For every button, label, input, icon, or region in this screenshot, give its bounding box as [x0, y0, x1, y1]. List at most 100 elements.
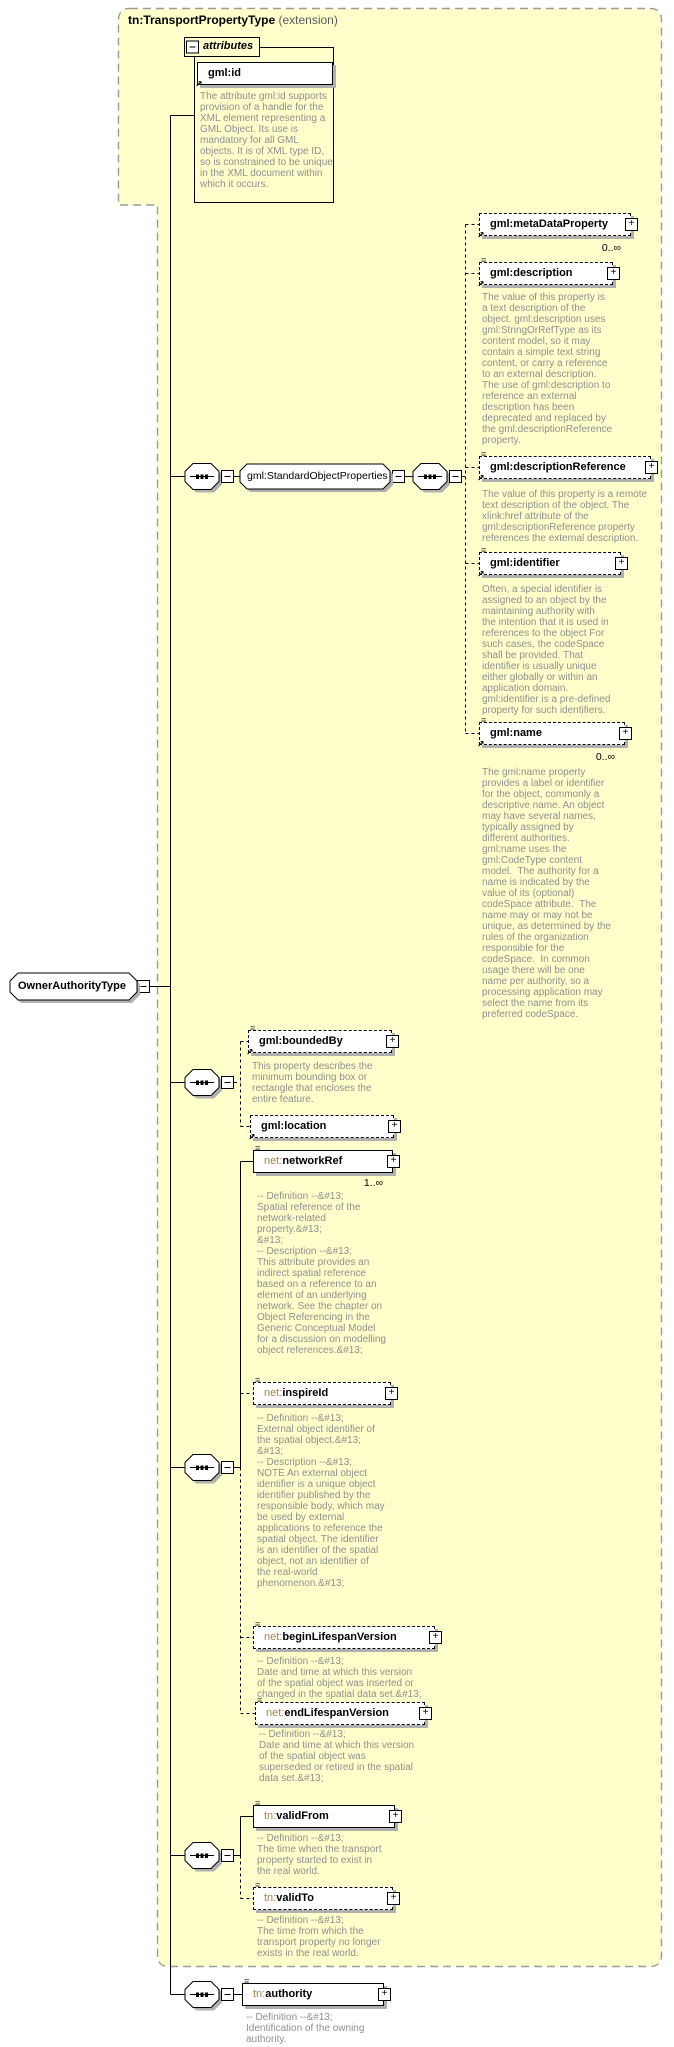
- global-reference-icon: ↗: [477, 279, 485, 289]
- connector-lines-solid: [150, 115, 449, 1995]
- element-net-inspireid[interactable]: ≡ net:inspireId +: [253, 1376, 398, 1405]
- expand-icon[interactable]: +: [625, 217, 638, 231]
- owner-authority-type[interactable]: OwnerAuthorityType: [18, 980, 126, 992]
- occurrence-label: 0..∞: [601, 242, 621, 254]
- element-label: gml:descriptionReference: [490, 461, 626, 473]
- expand-icon[interactable]: +: [386, 1034, 399, 1048]
- attributes-header: attributes: [203, 40, 254, 52]
- element-label: networkRef: [282, 1155, 343, 1167]
- collapse-icon[interactable]: [221, 1076, 234, 1089]
- element-gml-descriptionreference[interactable]: ≡ gml:descriptionReference ↗ +: [477, 450, 658, 483]
- collapse-icon[interactable]: [221, 1849, 234, 1862]
- element-label: inspireId: [282, 1387, 329, 1399]
- annotation-text: The value of this property is a text des…: [482, 292, 613, 446]
- collapse-icon[interactable]: [221, 1461, 234, 1474]
- annotation-icon: ≡: [255, 1619, 261, 1629]
- expand-icon[interactable]: +: [389, 1809, 402, 1823]
- annotation-icon: ≡: [255, 1143, 261, 1153]
- complextype-title: tn:TransportPropertyType (extension): [128, 13, 338, 27]
- global-reference-icon: ↗: [477, 230, 485, 240]
- expand-icon[interactable]: +: [378, 1987, 391, 2001]
- collapse-icon[interactable]: [221, 470, 234, 483]
- annotation-icon: ≡: [244, 1976, 250, 1986]
- element-gml-metadataproperty[interactable]: gml:metaDataProperty ↗ +: [477, 213, 638, 240]
- sequence-icon: [184, 1981, 223, 2011]
- element-label: gml:metaDataProperty: [490, 218, 608, 230]
- annotation-text: -- Definition --&#13; Identification of …: [246, 2012, 365, 2045]
- annotation-text: The attribute gml:id supports provision …: [200, 91, 333, 190]
- expand-icon[interactable]: +: [429, 1630, 442, 1644]
- annotation-text: -- Definition --&#13; External object id…: [257, 1413, 385, 1589]
- occurrence-label: 1..∞: [363, 1177, 383, 1189]
- element-gml-name[interactable]: ≡ gml:name ↗ +: [477, 716, 632, 749]
- attributes-frame: [184, 37, 334, 203]
- element-label: gml:description: [490, 267, 573, 279]
- expand-icon[interactable]: +: [619, 726, 632, 740]
- annotation-text: -- Definition --&#13; Date and time at w…: [257, 1656, 422, 1700]
- annotation-icon: ≡: [481, 255, 487, 265]
- element-label: gml:identifier: [490, 557, 560, 569]
- annotation-icon: ≡: [255, 1375, 261, 1385]
- element-prefix: tn:: [264, 1810, 277, 1822]
- element-gml-location[interactable]: gml:location ↗ +: [248, 1115, 401, 1142]
- expand-icon[interactable]: +: [645, 460, 658, 474]
- occurrence-label: 0..∞: [595, 751, 615, 763]
- global-reference-icon: ↗: [477, 569, 485, 579]
- element-gml-description[interactable]: ≡ gml:description ↗ +: [477, 256, 620, 289]
- complextype-name: tn:TransportPropertyType: [128, 13, 276, 27]
- annotation-icon: ≡: [250, 1023, 256, 1033]
- collapse-icon[interactable]: [449, 470, 462, 483]
- annotation-text: Often, a special identifier is assigned …: [482, 584, 611, 716]
- owner-authority-type-shape: [9, 972, 140, 1003]
- element-tn-validfrom[interactable]: ≡ tn:validFrom +: [253, 1799, 402, 1828]
- attribute-gml-id[interactable]: gml:id ↗: [195, 62, 333, 89]
- element-label: gml:location: [261, 1120, 327, 1132]
- annotation-text: The value of this property is a remote t…: [482, 489, 648, 544]
- annotation-text: -- Definition --&#13; The time when the …: [257, 1833, 382, 1877]
- expand-icon[interactable]: +: [387, 1891, 400, 1905]
- group-ref-standard-object-properties[interactable]: gml:StandardObjectProperties: [247, 470, 388, 482]
- element-label: gml:boundedBy: [259, 1035, 343, 1047]
- annotation-icon: ≡: [257, 1695, 263, 1705]
- element-net-beginlifespanversion[interactable]: ≡ net:beginLifespanVersion +: [253, 1620, 442, 1649]
- annotation-icon: ≡: [481, 715, 487, 725]
- expand-icon[interactable]: +: [388, 1119, 401, 1133]
- global-reference-icon: ↗: [477, 473, 485, 483]
- collapse-icon[interactable]: [186, 40, 199, 54]
- element-label: validFrom: [276, 1810, 329, 1822]
- expand-icon[interactable]: +: [385, 1386, 398, 1400]
- element-label: beginLifespanVersion: [282, 1631, 397, 1643]
- annotation-icon: ≡: [255, 1798, 261, 1808]
- annotation-text: This property describes the minimum boun…: [252, 1061, 373, 1105]
- element-prefix: net:: [264, 1387, 283, 1399]
- element-tn-validto[interactable]: ≡ tn:validTo +: [253, 1881, 400, 1910]
- complextype-qualifier: (extension): [278, 13, 338, 27]
- attribute-label: gml:id: [208, 67, 241, 79]
- collapse-icon[interactable]: [392, 470, 405, 483]
- element-tn-authority[interactable]: ≡ tn:authority +: [242, 1977, 391, 2006]
- complextype-frame: [117, 7, 663, 1968]
- expand-icon[interactable]: +: [607, 266, 620, 280]
- element-gml-identifier[interactable]: ≡ gml:identifier ↗ +: [477, 546, 628, 579]
- global-reference-icon: ↗: [248, 1132, 256, 1142]
- element-label: validTo: [276, 1892, 314, 1904]
- expand-icon[interactable]: +: [419, 1706, 432, 1720]
- annotation-icon: ≡: [481, 545, 487, 555]
- expand-icon[interactable]: +: [615, 556, 628, 570]
- element-gml-boundedby[interactable]: ≡ gml:boundedBy ↗ +: [246, 1024, 399, 1057]
- collapse-icon[interactable]: [221, 1988, 234, 2001]
- global-reference-icon: ↗: [195, 79, 203, 89]
- annotation-icon: ≡: [255, 1880, 261, 1890]
- connector-lines-dashed: [234, 224, 479, 1899]
- element-net-networkref[interactable]: ≡ net:networkRef +: [253, 1144, 400, 1173]
- annotation-text: The gml:name property provides a label o…: [482, 767, 611, 1020]
- expand-icon[interactable]: +: [387, 1154, 400, 1168]
- annotation-text: -- Definition --&#13; Date and time at w…: [259, 1729, 415, 1784]
- element-net-endlifespanversion[interactable]: ≡ net:endLifespanVersion +: [255, 1696, 432, 1725]
- annotation-text: -- Definition --&#13; The time from whic…: [257, 1915, 381, 1959]
- standard-object-properties-shape: [239, 463, 393, 492]
- element-prefix: tn:: [253, 1988, 266, 2000]
- annotation-icon: ≡: [481, 449, 487, 459]
